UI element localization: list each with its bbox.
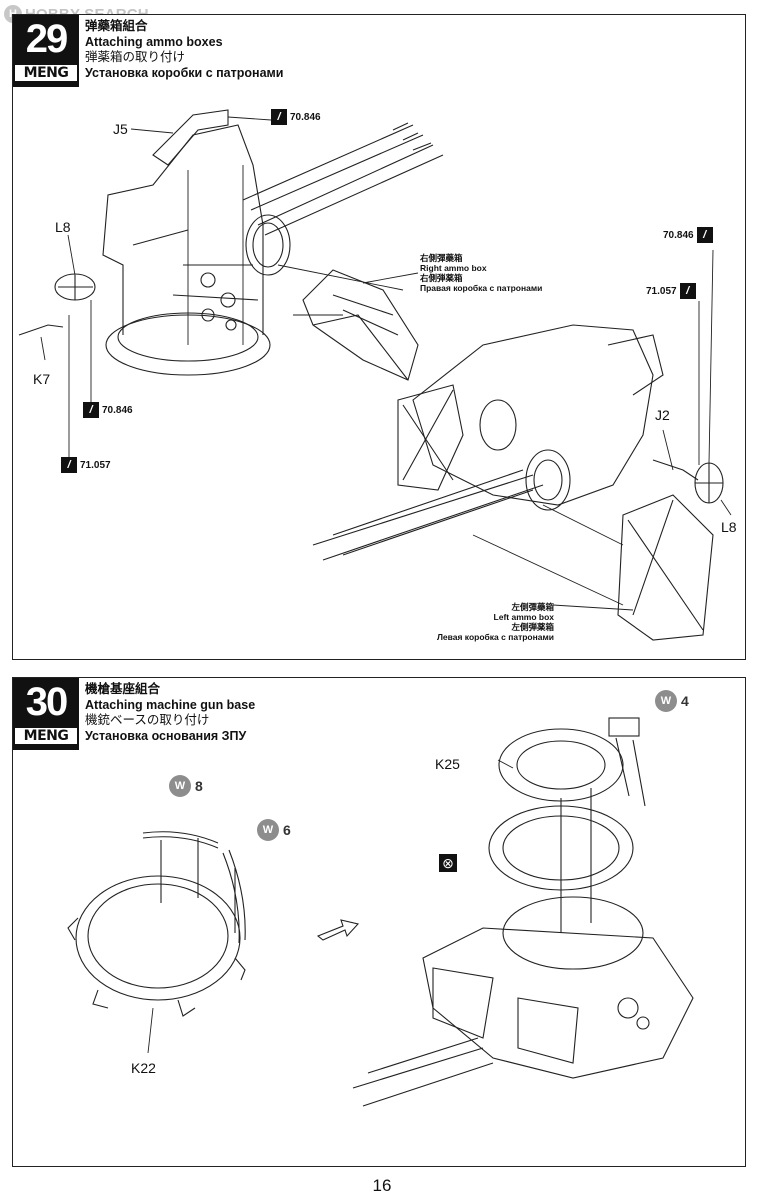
decal-marker-w6: W 6 xyxy=(257,819,291,841)
step-number: 30 xyxy=(25,680,69,724)
title-japanese: 弾薬箱の取り付け xyxy=(85,50,186,64)
decal-w4-patch xyxy=(608,717,640,737)
k22-leader xyxy=(147,1007,154,1054)
assembly-guide-lines xyxy=(187,165,244,345)
part-label-k7: K7 xyxy=(33,371,51,387)
step-30-panel: 30 MENG 機槍基座組合 Attaching machine gun bas… xyxy=(12,677,746,1167)
assembled-gun-base xyxy=(422,927,694,1079)
step-number-badge: 30 MENG xyxy=(13,678,79,750)
ammo-box-arrows xyxy=(277,264,404,316)
step-number: 29 xyxy=(25,17,69,61)
k25-leader xyxy=(497,759,514,769)
ring-k25 xyxy=(498,728,624,802)
title-chinese: 弹藥箱組合 xyxy=(85,19,148,33)
meng-logo: MENG xyxy=(15,65,77,81)
part-label-j2: J2 xyxy=(655,407,670,423)
paint-brush-icon: / xyxy=(679,283,696,299)
paint-ref-top: / 70.846 xyxy=(271,109,321,125)
direction-arrow xyxy=(316,919,360,941)
page-number: 16 xyxy=(372,1176,392,1195)
title-english: Attaching ammo boxes xyxy=(85,34,223,49)
ammo-box-assembly-diagram xyxy=(18,109,732,641)
part-label-l8-left: L8 xyxy=(55,219,71,235)
step-title-block: 機槍基座組合 Attaching machine gun base 機銃ベースの… xyxy=(85,682,255,744)
part-label-l8-right: L8 xyxy=(721,519,737,535)
right-ammo-box-part xyxy=(302,269,419,381)
title-english: Attaching machine gun base xyxy=(85,697,256,712)
gun-barrels-left-model xyxy=(242,124,444,236)
water-slide-decal-icon: W xyxy=(169,775,191,797)
paint-leader-top xyxy=(227,116,272,121)
j5-leader xyxy=(130,128,174,134)
part-j5 xyxy=(152,109,229,166)
left-ammo-box-part xyxy=(617,494,714,641)
decal-guides xyxy=(160,838,236,933)
gun-barrels xyxy=(352,1037,494,1107)
paint-leaders-left xyxy=(68,300,92,457)
assembled-turret-right xyxy=(412,324,654,506)
decal-marker-w4: W 4 xyxy=(655,690,689,712)
left-ammo-box-installed xyxy=(397,384,464,491)
water-slide-decal-icon: W xyxy=(655,690,677,712)
step-title-block: 弹藥箱組合 Attaching ammo boxes 弾薬箱の取り付け Уста… xyxy=(85,19,283,81)
decal-strip-w6 xyxy=(222,852,240,944)
title-japanese: 機銃ベースの取り付け xyxy=(85,713,210,727)
left-ammo-box-callout: 左側彈藥箱 Left ammo box 左側弾薬箱 Левая коробка … xyxy=(436,602,554,642)
j2-l8-leaders xyxy=(662,429,732,516)
step-29-panel: 29 MENG 弹藥箱組合 Attaching ammo boxes 弾薬箱の取… xyxy=(12,14,746,660)
part-j2 xyxy=(652,459,699,481)
paint-ref-left-2: / 71.057 xyxy=(61,457,111,473)
gun-base-assembly-diagram xyxy=(67,717,694,1107)
left-ammo-box-leader xyxy=(552,604,634,611)
paint-ref-left-1: / 70.846 xyxy=(83,402,133,418)
no-glue-icon: ⊗ xyxy=(439,854,457,872)
base-ring-k22 xyxy=(75,875,241,1001)
paint-brush-icon: / xyxy=(271,109,287,125)
decal-marker-w8: W 8 xyxy=(169,775,203,797)
l8-leader xyxy=(67,234,76,276)
title-chinese: 機槍基座組合 xyxy=(85,682,161,696)
paint-brush-icon: / xyxy=(83,402,99,418)
part-label-k25: K25 xyxy=(435,756,460,772)
assembly-guide-lines xyxy=(560,788,592,933)
assembled-base-ring xyxy=(502,896,644,970)
title-russian: Установка коробки с патронами xyxy=(85,65,284,80)
crank-k7 xyxy=(18,324,64,336)
paint-ref-right-2: 71.057 / xyxy=(646,283,696,299)
paint-brush-icon: / xyxy=(696,227,713,243)
title-russian: Установка основания ЗПУ xyxy=(85,728,247,743)
gun-barrels-right-model xyxy=(312,469,544,561)
decal-strip-w8 xyxy=(142,831,219,844)
feed-ring xyxy=(245,214,291,276)
meng-logo: MENG xyxy=(15,728,77,744)
part-label-j5: J5 xyxy=(113,121,128,137)
paint-ref-right-1: 70.846 / xyxy=(663,227,713,243)
right-ammo-box-callout: 右側彈藥箱 Right ammo box 右側弾薬箱 Правая коробк… xyxy=(420,253,543,293)
turret-body xyxy=(102,124,264,335)
paint-brush-icon: / xyxy=(61,457,77,473)
part-label-k22: K22 xyxy=(131,1060,156,1076)
water-slide-decal-icon: W xyxy=(257,819,279,841)
step-number-badge: 29 MENG xyxy=(13,15,79,87)
paint-leaders-right xyxy=(698,249,714,465)
k7-leader xyxy=(40,336,46,361)
right-ammo-box-leader xyxy=(362,272,419,284)
